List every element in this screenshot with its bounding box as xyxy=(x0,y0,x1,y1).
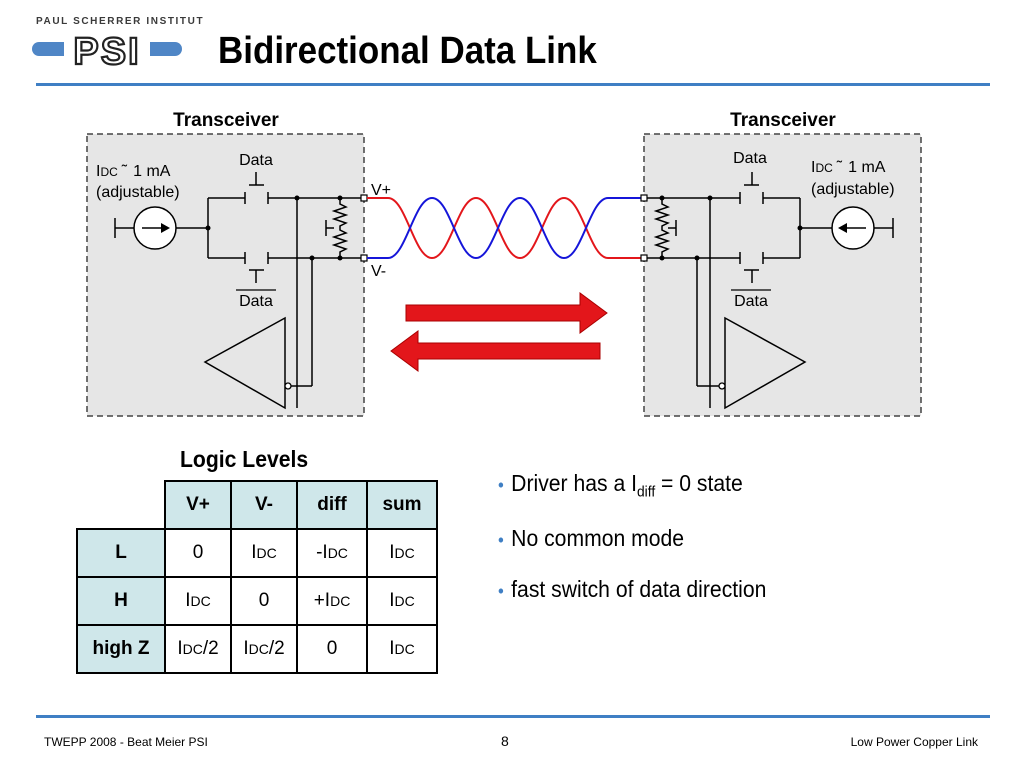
footer-left: TWEPP 2008 - Beat Meier PSI xyxy=(44,735,208,749)
logic-levels-title: Logic Levels xyxy=(180,446,309,472)
table-cell: 0 xyxy=(296,624,368,674)
table-row: L 0 IDC -IDC IDC xyxy=(76,528,438,578)
left-transceiver-title: Transceiver xyxy=(173,110,279,131)
left-data-bar-label: Data xyxy=(239,293,273,310)
right-transceiver-box xyxy=(643,133,922,417)
column-header: V+ xyxy=(164,480,232,530)
row-header: high Z xyxy=(76,624,166,674)
logic-levels-table: V+ V- diff sum L 0 IDC -IDC IDC H IDC 0 … xyxy=(76,480,438,674)
svg-text:(adjustable): (adjustable) xyxy=(96,184,180,201)
bullet-item: •No common mode xyxy=(498,524,685,551)
table-cell: IDC xyxy=(366,576,438,626)
table-cell: IDC xyxy=(366,528,438,578)
left-vminus-terminal xyxy=(360,254,368,262)
header-rule xyxy=(36,83,990,86)
bullet-item: •fast switch of data direction xyxy=(498,575,767,602)
table-cell: IDC xyxy=(164,576,232,626)
logo-institute-name: PAUL SCHERRER INSTITUT xyxy=(36,16,205,27)
svg-text:(adjustable): (adjustable) xyxy=(811,181,895,198)
table-cell: 0 xyxy=(230,576,298,626)
table-row: H IDC 0 +IDC IDC xyxy=(76,576,438,626)
twisted-pair-red-wire xyxy=(367,196,644,260)
psi-logo: PSI xyxy=(32,30,182,70)
right-vminus-terminal xyxy=(640,254,648,262)
left-current-label: IDC˜1 mA (adjustable) xyxy=(96,163,180,201)
table-row: high Z IDC/2 IDC/2 0 IDC xyxy=(76,624,438,674)
bullet-item: •Driver has a Idiff = 0 state xyxy=(498,470,743,501)
left-data-label: Data xyxy=(239,152,273,169)
table-cell: IDC/2 xyxy=(230,624,298,674)
table-cell: IDC xyxy=(366,624,438,674)
footer-right: Low Power Copper Link xyxy=(850,735,978,749)
svg-text:IDC˜1 mA: IDC˜1 mA xyxy=(811,159,886,176)
arrow-left xyxy=(390,330,601,372)
svg-text:IDC˜1 mA: IDC˜1 mA xyxy=(96,163,171,180)
vminus-label: V- xyxy=(371,263,386,280)
table-cell: -IDC xyxy=(296,528,368,578)
column-header: sum xyxy=(366,480,438,530)
circuit-diagram: Transceiver Transceiver Data Data V+ V- … xyxy=(86,110,922,417)
column-header: diff xyxy=(296,480,368,530)
column-header: V- xyxy=(230,480,298,530)
right-data-label: Data xyxy=(733,150,767,167)
bullet-dot-icon: • xyxy=(498,580,504,601)
page-number: 8 xyxy=(501,733,509,749)
footer-rule xyxy=(36,715,990,718)
right-data-bar-label: Data xyxy=(734,293,768,310)
left-vplus-terminal xyxy=(360,194,368,202)
psi-logo-letters: PSI xyxy=(73,31,140,70)
right-transceiver-title: Transceiver xyxy=(730,110,836,131)
left-circuit xyxy=(114,172,363,410)
bullet-dot-icon: • xyxy=(498,529,504,550)
table-cell: +IDC xyxy=(296,576,368,626)
vplus-label: V+ xyxy=(371,182,391,199)
left-transceiver-box xyxy=(86,133,365,417)
page-title: Bidirectional Data Link xyxy=(218,30,597,72)
right-vplus-terminal xyxy=(640,194,648,202)
table-cell: IDC xyxy=(230,528,298,578)
row-header: H xyxy=(76,576,166,626)
arrow-right xyxy=(405,292,608,334)
bullet-list: •Driver has a Idiff = 0 state •No common… xyxy=(498,470,790,627)
row-header: L xyxy=(76,528,166,578)
table-cell: IDC/2 xyxy=(164,624,232,674)
bullet-dot-icon: • xyxy=(498,475,504,495)
twisted-pair-blue-wire xyxy=(367,196,644,260)
table-cell: 0 xyxy=(164,528,232,578)
table-header-row: V+ V- diff sum xyxy=(77,480,438,530)
right-current-label: IDC˜1 mA (adjustable) xyxy=(811,159,895,198)
